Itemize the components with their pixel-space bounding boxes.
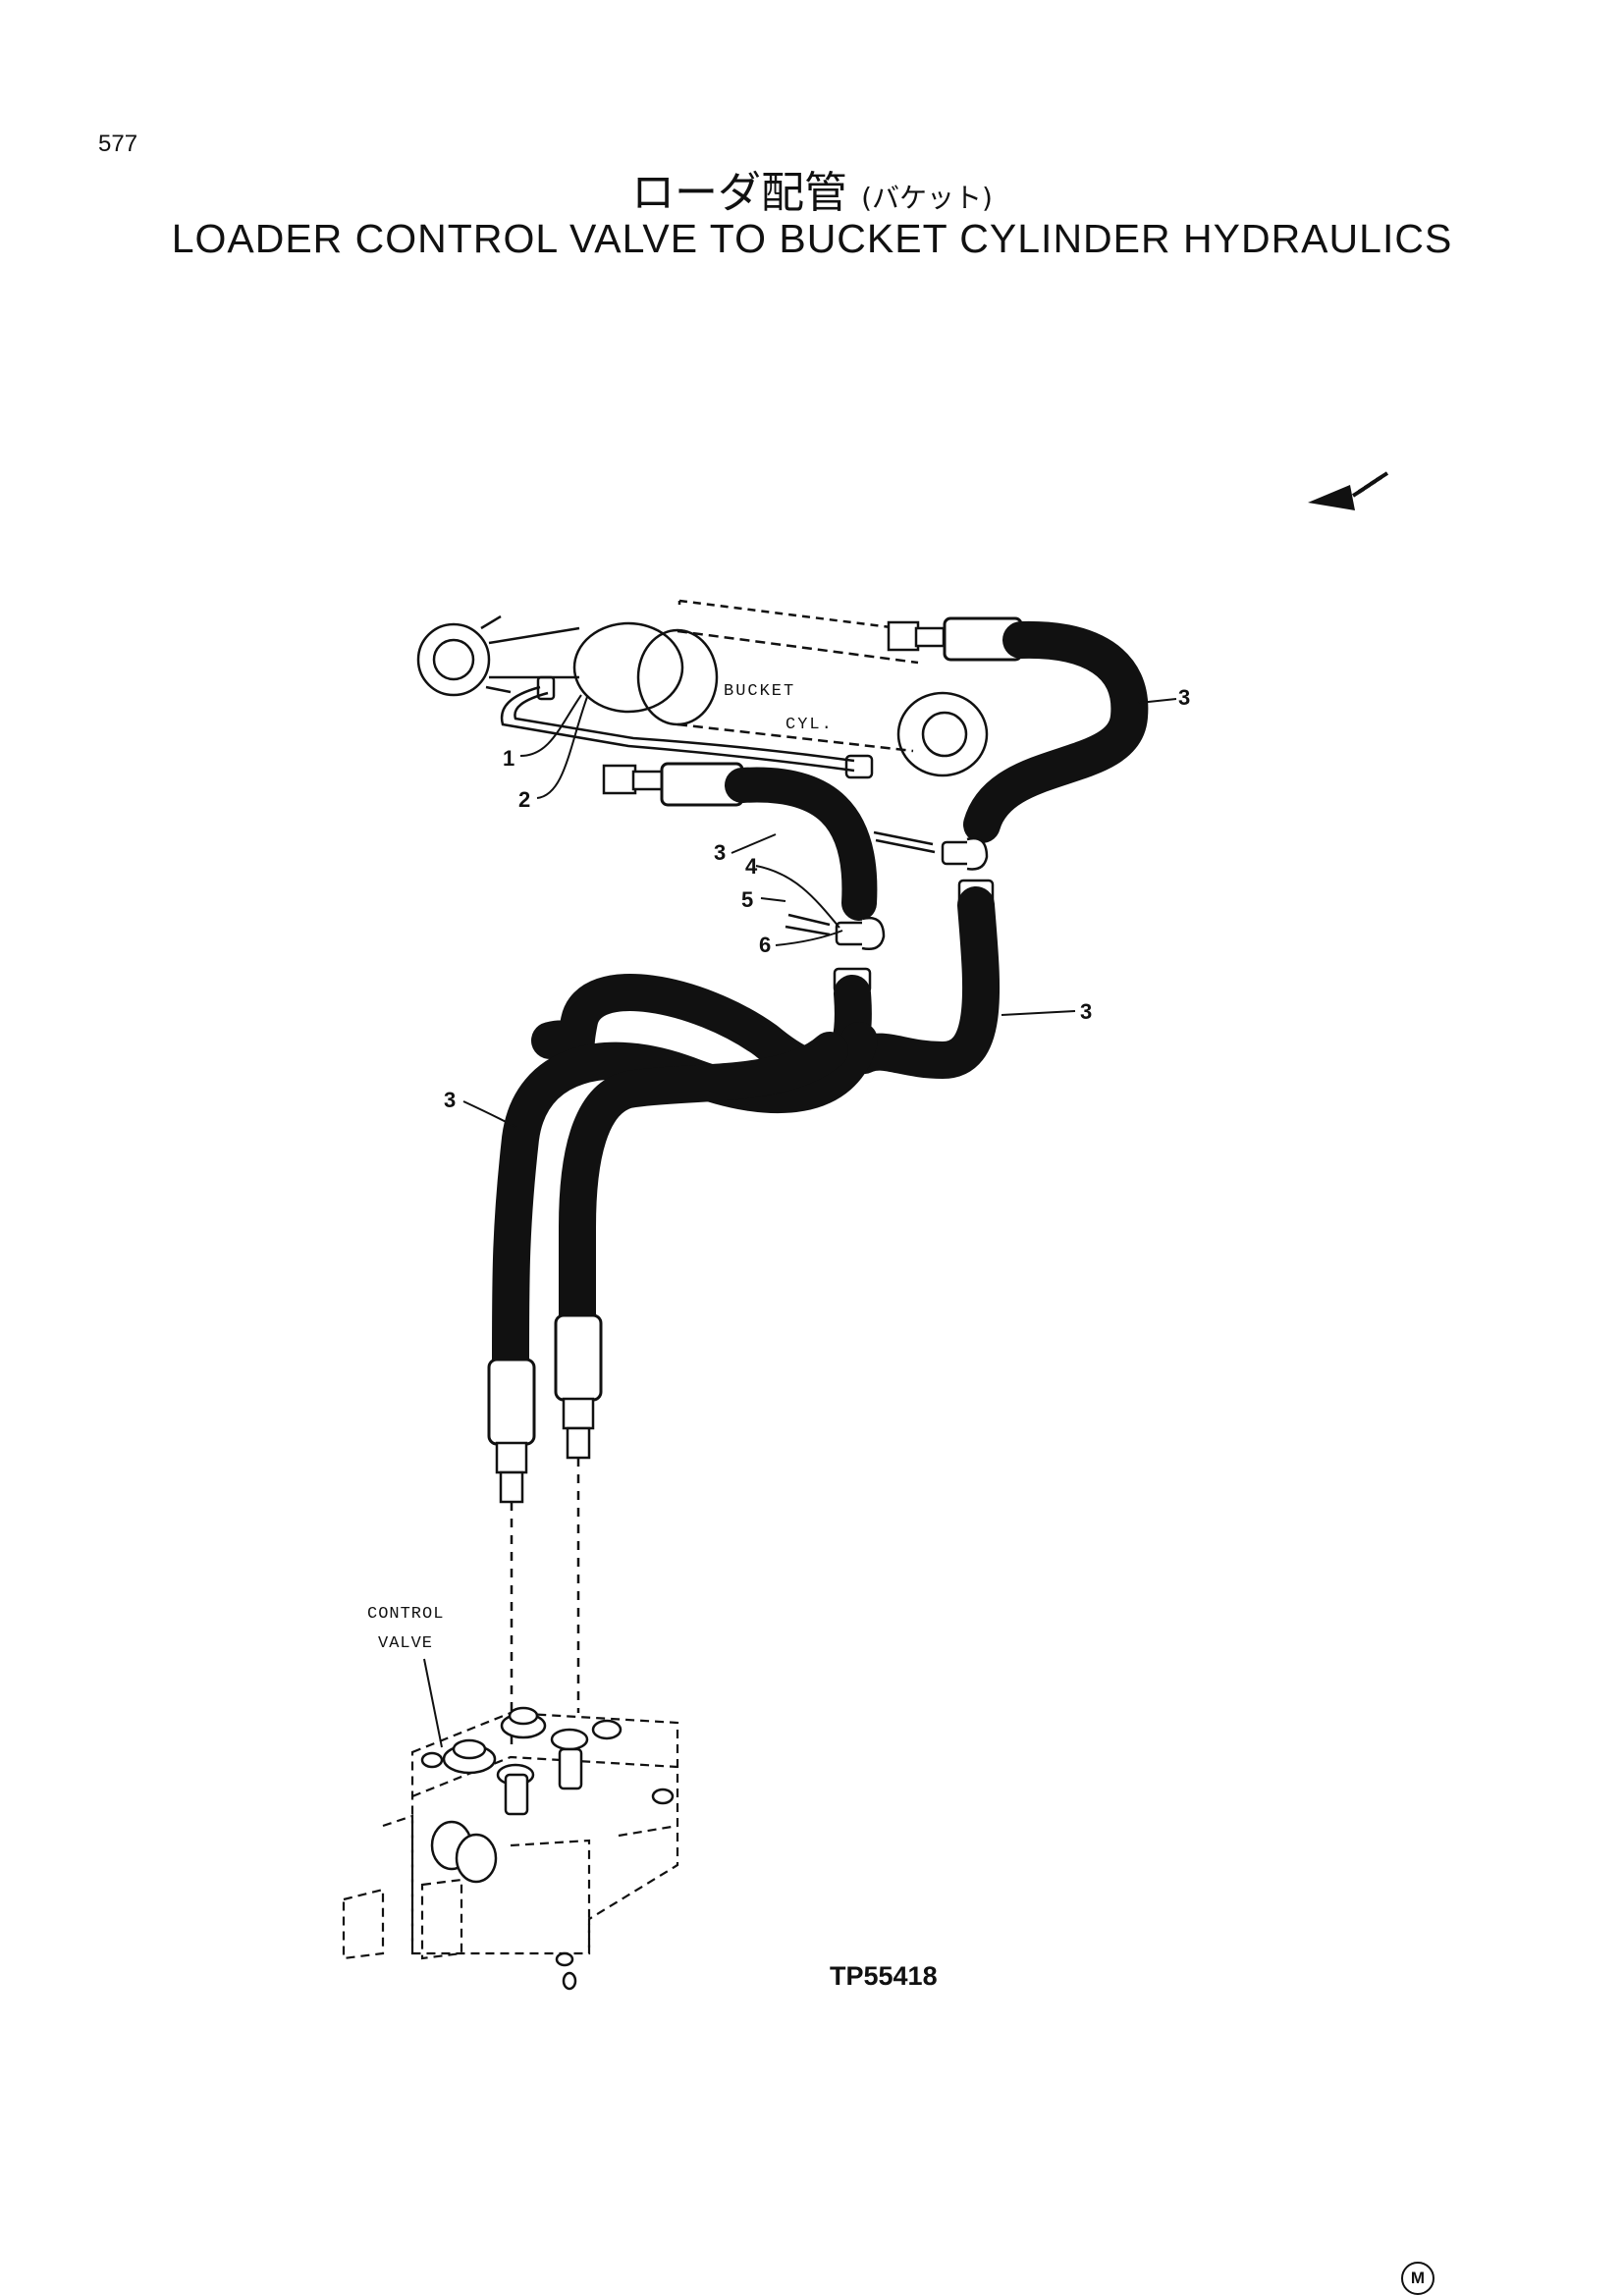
page-number: 577 [98, 131, 138, 157]
control-valve-label-line2: VALVE [378, 1634, 433, 1653]
bucket-cylinder [416, 599, 989, 779]
callout-3-lower-right: 3 [1080, 999, 1092, 1024]
control-valve-ports [420, 1706, 675, 1991]
callout-1: 1 [503, 746, 514, 771]
title-japanese-sub: (バケット) [861, 182, 993, 214]
footer-mark-icon: M [1401, 2262, 1435, 2295]
bucket-cylinder-label-line1: BUCKET [724, 682, 795, 701]
lower-hose-ends [487, 1313, 603, 1504]
callout-2: 2 [518, 787, 530, 812]
callout-3-upper-right: 3 [1178, 685, 1190, 710]
control-valve [342, 1711, 679, 1960]
callout-4: 4 [745, 854, 758, 879]
figure-code: TP55418 [830, 1961, 938, 1991]
title-japanese-main: ローダ配管 [631, 168, 848, 218]
control-valve-label-line1: CONTROL [367, 1605, 444, 1624]
callout-3-front: 3 [714, 840, 726, 865]
elbow-fittings [785, 830, 989, 950]
direction-arrow-icon [1308, 471, 1389, 510]
bucket-cylinder-label-line2: CYL. [785, 716, 834, 734]
callout-3-left: 3 [444, 1088, 456, 1112]
hose-upper-right [887, 616, 1149, 843]
hose-front-loop [602, 762, 878, 921]
callout-6: 6 [759, 933, 771, 957]
callout-5: 5 [741, 887, 753, 912]
callout-leaders [462, 694, 1177, 1128]
hose-long-left [492, 967, 878, 1378]
title-english: LOADER CONTROL VALVE TO BUCKET CYLINDER … [171, 216, 1453, 261]
hose-lower-right [845, 879, 1001, 1080]
title-japanese: ローダ配管 (バケット) [0, 157, 1624, 220]
control-valve-leader [423, 1658, 443, 1748]
